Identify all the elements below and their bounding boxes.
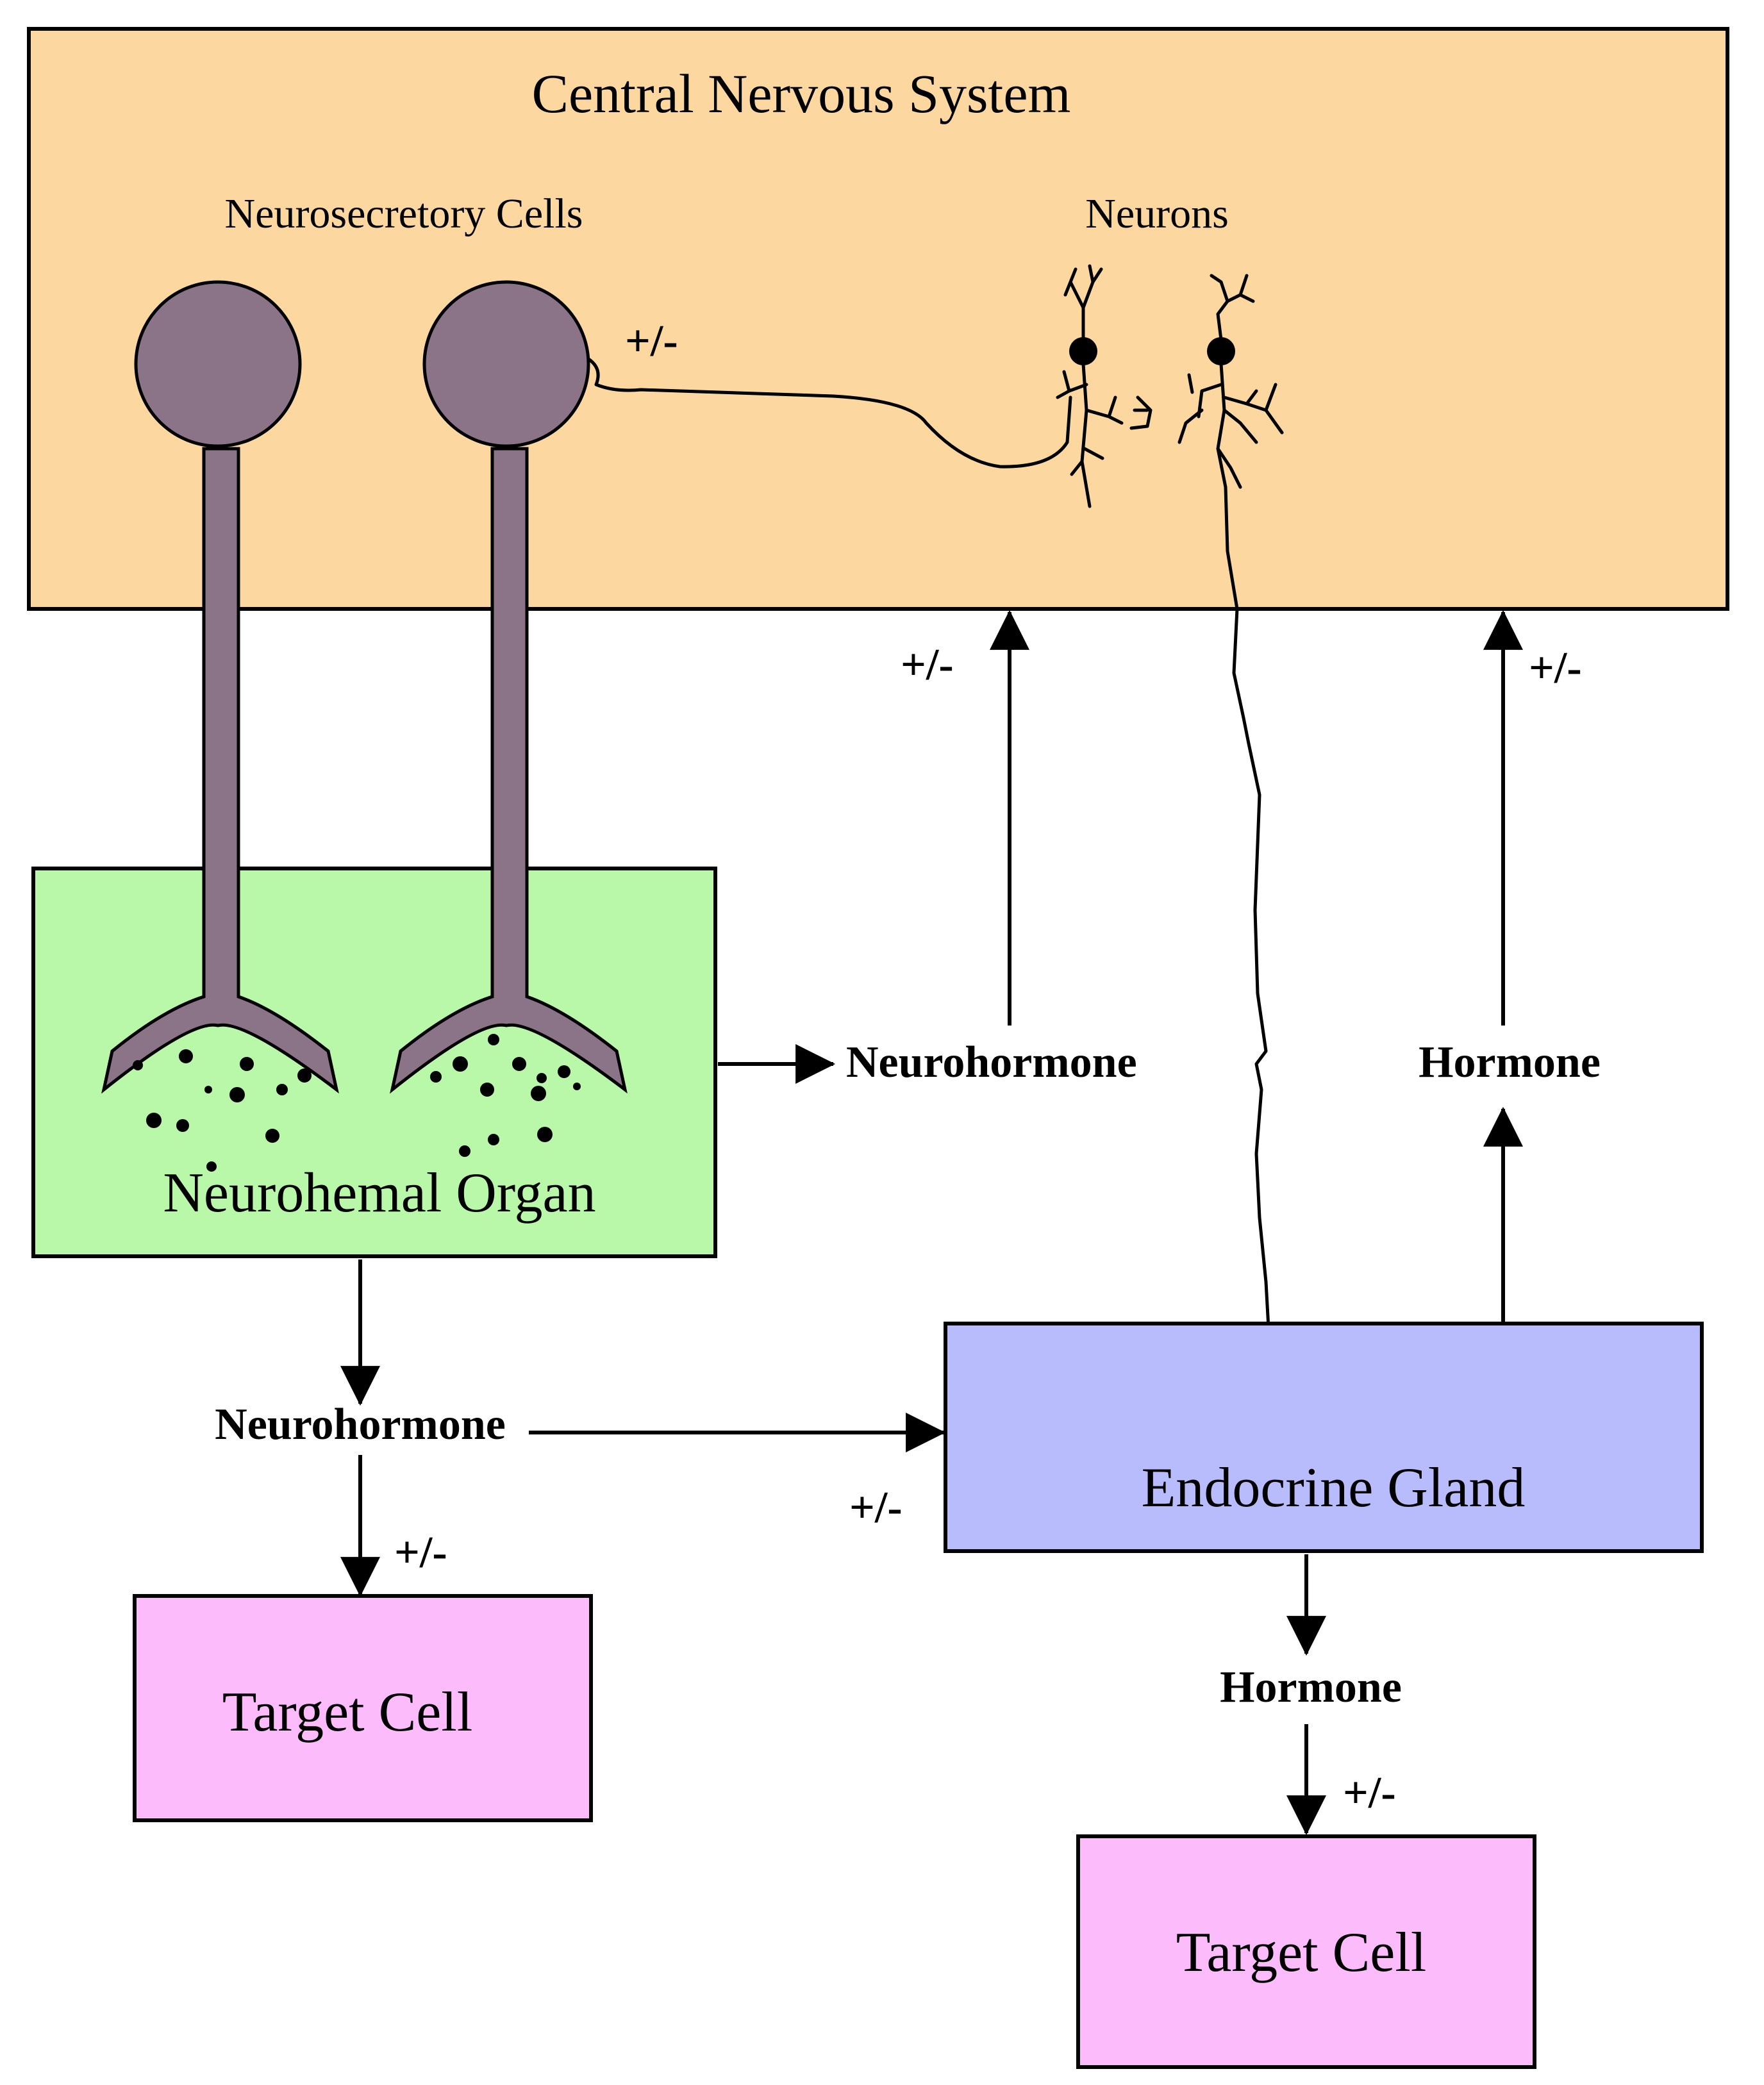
neurohormone-to-gland-modulation: +/- xyxy=(849,1483,903,1533)
neurons-label: Neurons xyxy=(1085,190,1229,237)
target-cell-left-box xyxy=(133,1594,593,1822)
synaptic-nerve xyxy=(587,357,1072,469)
neurohormone-right-label: Neurohormone xyxy=(846,1038,1137,1087)
neuron-left xyxy=(1056,264,1152,508)
synapse-modulation: +/- xyxy=(625,317,678,366)
neurohormone-to-cns-modulation: +/- xyxy=(901,640,954,690)
hormone-up-label: Hormone xyxy=(1419,1038,1601,1087)
cns-box xyxy=(27,27,1729,611)
neuron-to-gland-nerve xyxy=(1224,485,1271,1342)
neurosecretory-cell-right xyxy=(390,280,628,1094)
cns-title: Central Nervous System xyxy=(532,63,1071,124)
neurosecretory-cell-left xyxy=(101,280,339,1094)
secretory-granules xyxy=(133,1034,581,1172)
neurosecretory-cells-label: Neurosecretory Cells xyxy=(225,190,583,237)
neuron-right xyxy=(1177,274,1284,489)
hormone-down-label: Hormone xyxy=(1220,1663,1402,1712)
endocrine-gland-box xyxy=(944,1322,1704,1553)
target-cell-right-label: Target Cell xyxy=(1176,1922,1427,1984)
target-cell-left-label: Target Cell xyxy=(222,1681,473,1743)
neurohormone-down-label: Neurohormone xyxy=(215,1400,506,1449)
hormone-to-cns-modulation: +/- xyxy=(1529,644,1582,693)
neurohormone-to-target-modulation: +/- xyxy=(394,1528,447,1577)
endocrine-gland-label: Endocrine Gland xyxy=(1142,1457,1526,1519)
target-cell-right-box xyxy=(1076,1834,1536,2069)
neurohemal-organ-label: Neurohemal Organ xyxy=(163,1162,595,1224)
hormone-to-target-modulation: +/- xyxy=(1343,1768,1396,1818)
